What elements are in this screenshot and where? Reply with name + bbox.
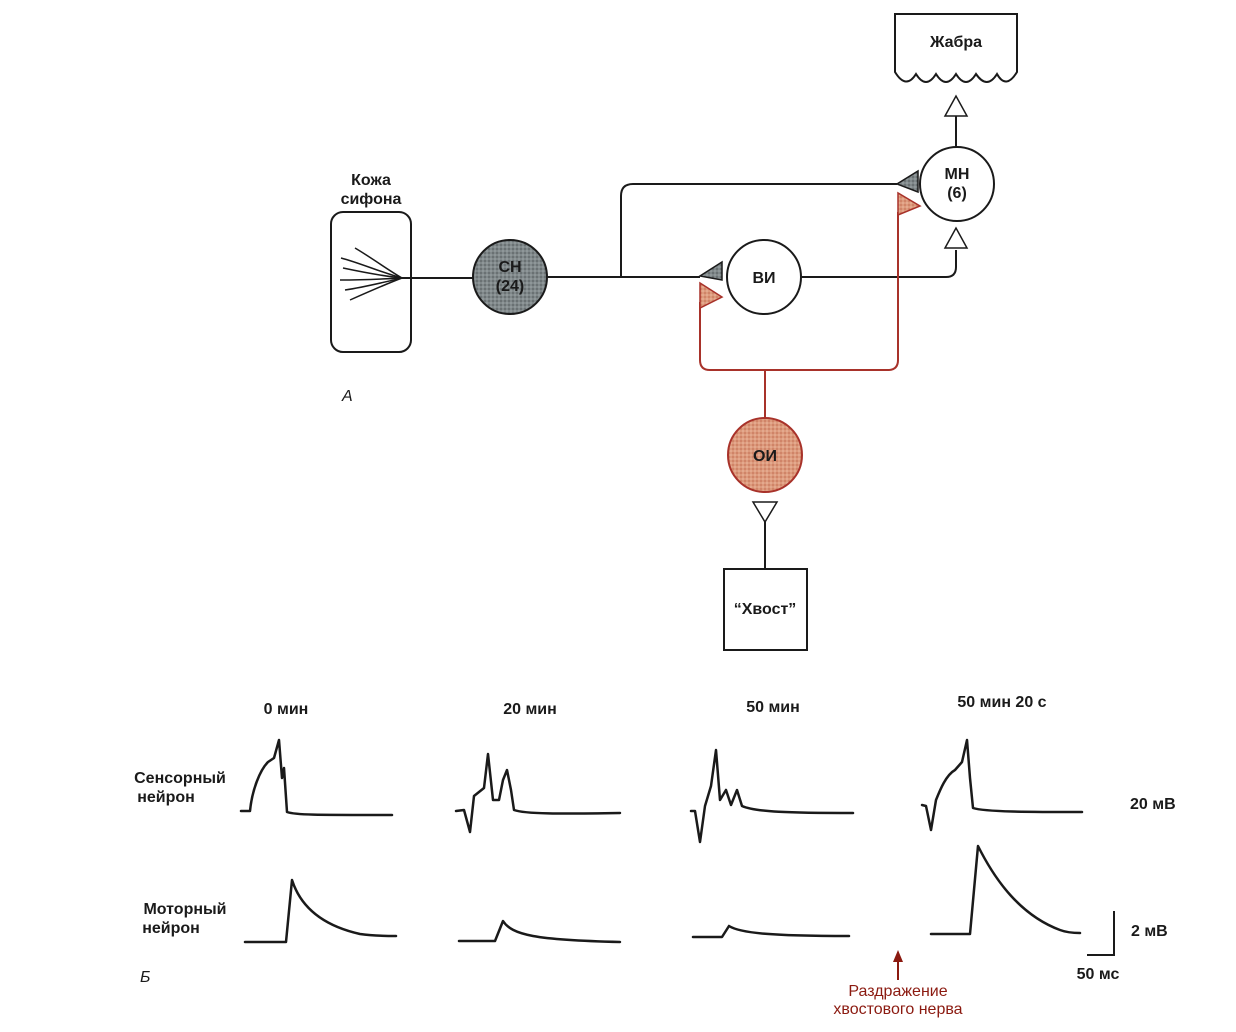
scale-sensory-label: 20 мВ (1130, 796, 1176, 813)
siphon-skin: Кожа сифона (330, 172, 412, 353)
sensory-trace-50min-20s (920, 738, 1084, 832)
facilitating-interneuron-label: ОИ (753, 448, 777, 465)
sensory-trace-50min (689, 748, 855, 844)
panel-b-label: Б (140, 969, 150, 986)
facilitating-interneuron: ОИ (727, 417, 803, 493)
scale-motor-label: 2 мВ (1131, 923, 1168, 940)
sensory-neuron-label-1: СН (498, 259, 521, 276)
stimulus-label-1: Раздражение (848, 983, 947, 1000)
sensory-trace-0min (239, 738, 394, 817)
interneuron-label: ВИ (752, 270, 775, 287)
gill: Жабра (894, 13, 1018, 83)
scale-bar (1087, 911, 1115, 956)
sensory-nerve-ending-icon (339, 247, 403, 301)
stimulus-label-2: хвостового нерва (833, 1001, 962, 1018)
motor-trace-20min (457, 919, 622, 944)
gill-label: Жабра (929, 34, 982, 51)
sn-output-axon (547, 183, 897, 278)
motor-neuron-label-1: МН (945, 166, 970, 183)
tail-input-terminal (751, 501, 779, 524)
motor-trace-50min (691, 924, 851, 939)
time-label-1: 20 мин (503, 701, 557, 718)
tail: “Хвост” (723, 568, 808, 651)
tail-label: “Хвост” (734, 601, 797, 618)
motor-traces (243, 844, 1082, 944)
motor-trace-0min (243, 878, 398, 944)
sensory-neuron-label-2: (24) (496, 278, 524, 295)
sn-terminal-on-interneuron (697, 260, 723, 281)
facilitating-terminal-on-sn-motor (897, 191, 922, 217)
time-label-0: 0 мин (264, 701, 309, 718)
excitatory-interneuron: ВИ (726, 239, 802, 315)
motor-terminal-on-gill (943, 94, 969, 117)
circuit-panel-a: Кожа сифона СН (24) ВИ МН (330, 13, 1018, 651)
sensory-row-label-1: Сенсорный (134, 770, 226, 787)
time-label-2: 50 мин (746, 699, 800, 716)
motor-trace-50min-20s (929, 844, 1082, 936)
interneuron-to-motor-axon (801, 250, 957, 278)
time-label-3: 50 мин 20 с (957, 694, 1046, 711)
motor-row-label-2: нейрон (142, 920, 200, 937)
siphon-skin-label-1: Кожа (351, 172, 391, 189)
interneuron-terminal-on-motor-neuron (943, 226, 969, 249)
sensory-traces (239, 738, 1084, 844)
motor-row-label-1: Моторный (143, 901, 226, 918)
up-arrow-icon (893, 950, 903, 962)
sensory-neuron: СН (24) (472, 239, 548, 315)
motor-neuron-label-2: (6) (947, 185, 967, 202)
siphon-skin-label-2: сифона (341, 191, 402, 208)
motor-neuron: МН (6) (919, 146, 995, 222)
sensory-row-label-2: нейрон (137, 789, 195, 806)
panel-a-label: А (341, 388, 353, 405)
facilitating-pathway (699, 212, 899, 418)
scale-time-label: 50 мс (1077, 966, 1120, 983)
traces-panel-b: 0 мин 20 мин 50 мин 50 мин 20 с Сенсорны… (134, 694, 1176, 1018)
tail-nerve-stimulus-marker: Раздражение хвостового нерва (833, 950, 963, 1018)
sensory-trace-20min (454, 752, 622, 834)
sn-terminal-on-motor-neuron (895, 169, 919, 194)
facilitating-terminal-on-sn-interneuron (699, 281, 724, 310)
